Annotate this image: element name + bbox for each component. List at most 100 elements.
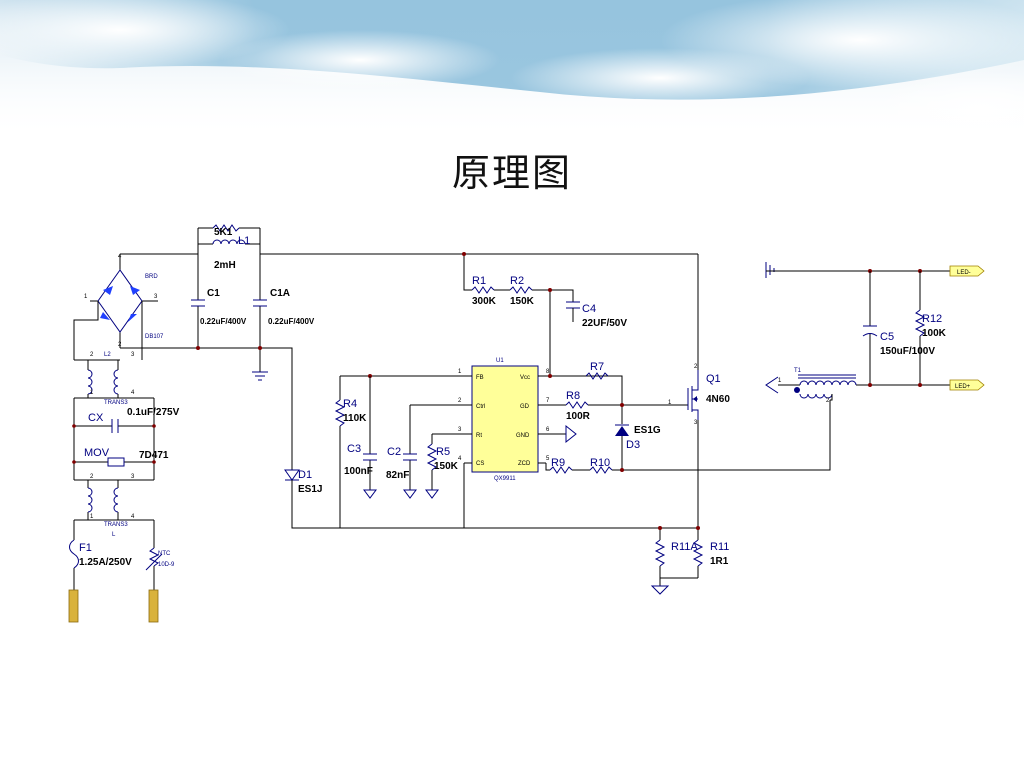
led-plus-terminal: LED+ — [949, 379, 985, 391]
svg-text:0.1uF/275V: 0.1uF/275V — [127, 407, 180, 418]
bridge-rectifier: BRD DB107 4 1 3 2 — [84, 254, 164, 348]
resistor-r1: R1 300K — [471, 275, 497, 307]
fuse-f1: F1 1.25A/250V — [69, 539, 132, 590]
svg-text:5K1: 5K1 — [214, 227, 233, 238]
svg-text:R2: R2 — [510, 275, 524, 287]
svg-text:T1: T1 — [794, 368, 802, 374]
svg-text:C4: C4 — [582, 303, 596, 315]
svg-text:C2: C2 — [387, 446, 401, 458]
svg-text:2: 2 — [458, 398, 462, 404]
svg-text:100R: 100R — [566, 411, 591, 422]
svg-text:CS: CS — [476, 461, 484, 467]
resistor-r2: R2 150K — [509, 275, 535, 307]
svg-text:22UF/50V: 22UF/50V — [582, 318, 627, 329]
svg-text:2: 2 — [90, 352, 94, 358]
svg-text:L2: L2 — [104, 352, 111, 358]
svg-text:F1: F1 — [79, 542, 92, 554]
svg-text:3: 3 — [694, 420, 698, 426]
svg-text:4N60: 4N60 — [706, 394, 730, 405]
svg-text:1: 1 — [84, 294, 88, 300]
svg-text:LED+: LED+ — [955, 384, 971, 390]
svg-text:1: 1 — [458, 369, 462, 375]
svg-text:L1: L1 — [238, 235, 250, 247]
svg-text:LED-: LED- — [957, 270, 971, 276]
svg-text:150K: 150K — [510, 296, 535, 307]
svg-text:CX: CX — [88, 412, 104, 424]
svg-text:Q1: Q1 — [706, 373, 721, 385]
svg-text:4: 4 — [118, 254, 122, 260]
svg-text:6: 6 — [546, 427, 550, 433]
cloud-banner — [0, 0, 1024, 215]
svg-text:BRD: BRD — [145, 274, 158, 280]
capacitor-c3: C3 100nF — [344, 376, 377, 499]
capacitor-c2: C2 82nF — [386, 405, 417, 499]
resistor-r10: R10 — [589, 457, 613, 474]
svg-text:MOV: MOV — [84, 447, 110, 459]
common-mode-choke-bottom: 2 3 1 4 TRANS3 L — [87, 474, 135, 538]
svg-text:Ctrl: Ctrl — [476, 404, 485, 410]
svg-text:QX9911: QX9911 — [494, 476, 516, 482]
svg-text:300K: 300K — [472, 296, 497, 307]
svg-text:82nF: 82nF — [386, 470, 409, 481]
svg-text:R12: R12 — [922, 313, 942, 325]
svg-text:8: 8 — [546, 369, 550, 375]
ac-terminal-right — [148, 589, 159, 623]
capacitor-c1: C1 0.22uF/400V — [191, 254, 247, 348]
svg-text:7D471: 7D471 — [139, 450, 169, 461]
capacitor-cx: CX 0.1uF/275V — [74, 407, 180, 433]
svg-text:R5: R5 — [436, 446, 450, 458]
svg-text:R9: R9 — [551, 457, 565, 469]
resistor-r9: R9 — [549, 457, 573, 474]
resistor-5k1: 5K1 — [198, 224, 260, 238]
svg-text:C1: C1 — [207, 288, 220, 299]
svg-text:5: 5 — [546, 456, 550, 462]
resistor-r8: R8 100R — [565, 390, 680, 422]
ground-symbol — [565, 424, 577, 444]
svg-text:C3: C3 — [347, 443, 361, 455]
thermistor-ntc: NTC 10D-9 — [145, 547, 175, 590]
mosfet-q1: Q1 4N60 1 2 3 — [668, 254, 730, 528]
svg-text:4: 4 — [131, 390, 135, 396]
ground-symbol — [252, 371, 268, 381]
capacitor-c1a: C1A 0.22uF/400V — [253, 254, 315, 372]
svg-text:3: 3 — [131, 352, 135, 358]
svg-text:TRANS3: TRANS3 — [104, 400, 128, 406]
ac-terminal-left — [68, 589, 79, 623]
svg-text:10D-9: 10D-9 — [158, 562, 175, 568]
svg-text:3: 3 — [458, 427, 462, 433]
svg-text:1: 1 — [668, 400, 672, 406]
svg-text:0.22uF/400V: 0.22uF/400V — [200, 317, 247, 326]
ic-u1: U1 QX9911 FB Ctrl Rt CS Vcc GD GND ZCD 1… — [458, 358, 550, 482]
svg-text:D3: D3 — [626, 439, 640, 451]
earth-symbol — [765, 262, 775, 278]
svg-text:FB: FB — [476, 375, 484, 381]
diode-d1: D1 ES1J — [284, 469, 698, 529]
svg-text:3: 3 — [131, 474, 135, 480]
svg-text:C5: C5 — [880, 331, 894, 343]
page-title: 原理图 — [451, 151, 572, 195]
resistor-r7: R7 — [585, 361, 609, 380]
svg-text:R4: R4 — [343, 398, 357, 410]
svg-text:U1: U1 — [496, 358, 504, 364]
resistor-r12: R12 100K — [914, 271, 947, 385]
svg-text:TRANS3: TRANS3 — [104, 522, 128, 528]
svg-text:C1A: C1A — [270, 288, 290, 299]
resistor-r11a: R11A — [654, 539, 698, 578]
svg-text:7: 7 — [546, 398, 550, 404]
svg-text:1: 1 — [90, 514, 94, 520]
svg-text:3: 3 — [154, 294, 158, 300]
svg-text:R7: R7 — [590, 361, 604, 373]
svg-text:110K: 110K — [343, 413, 367, 424]
svg-text:R11: R11 — [710, 541, 729, 553]
resistor-r5: R5 150K — [425, 434, 459, 499]
svg-text:100K: 100K — [922, 328, 947, 339]
svg-text:150uF/100V: 150uF/100V — [880, 346, 935, 357]
svg-text:2mH: 2mH — [214, 260, 236, 271]
svg-text:1: 1 — [778, 378, 782, 384]
svg-text:GND: GND — [516, 433, 530, 439]
svg-text:0.22uF/400V: 0.22uF/400V — [268, 317, 315, 326]
svg-text:Rt: Rt — [476, 433, 482, 439]
svg-text:DB107: DB107 — [145, 334, 164, 340]
